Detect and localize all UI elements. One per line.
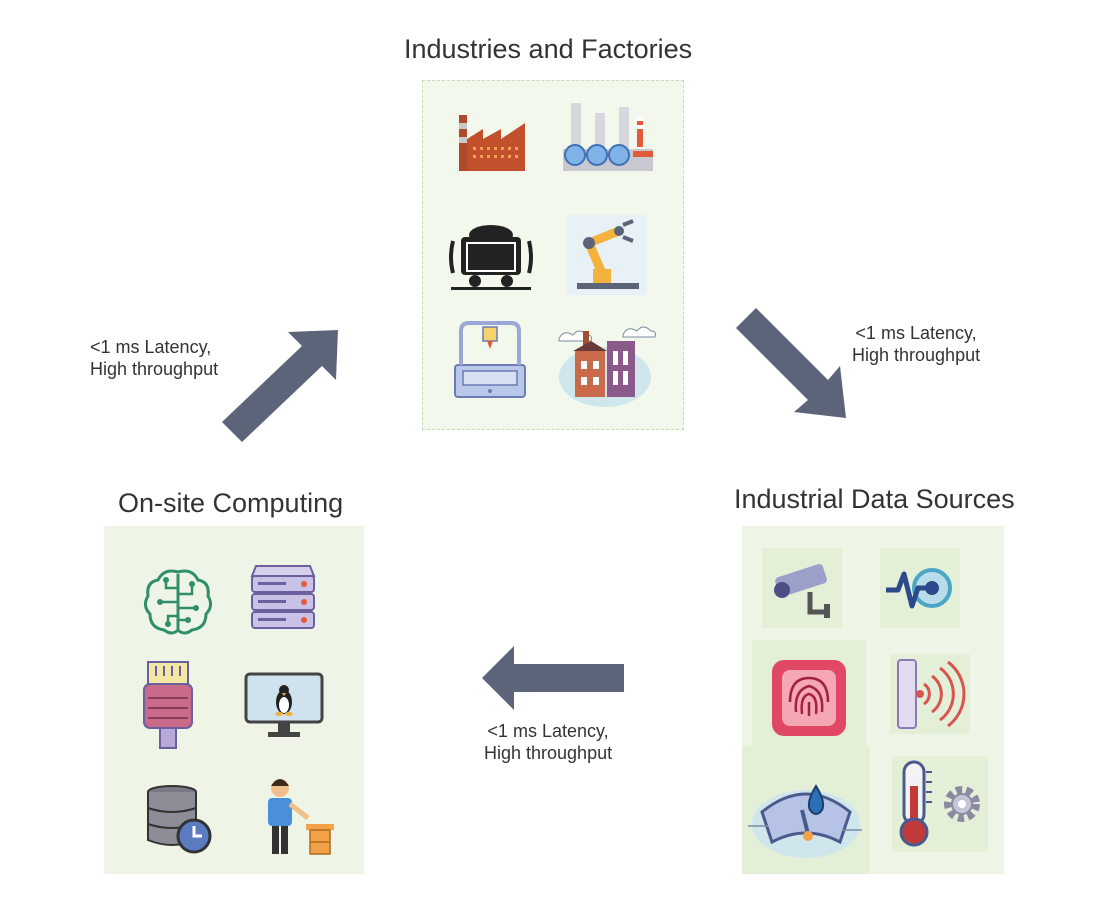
town-buildings-icon — [558, 326, 656, 407]
security-camera-icon — [774, 564, 830, 618]
edge-label-line1: <1 ms Latency, — [487, 721, 609, 741]
rain-tile — [742, 746, 870, 874]
database-clock-icon — [147, 785, 212, 854]
factory-icon — [459, 115, 525, 171]
industries-panel — [422, 80, 684, 430]
refinery-icon — [563, 103, 653, 171]
rain-gauge-icon — [748, 784, 862, 858]
ai-brain-icon — [143, 569, 213, 635]
edge-label-line2: High throughput — [484, 743, 613, 763]
industries-title: Industries and Factories — [404, 34, 693, 64]
edge-label-sources-computing: <1 ms Latency, High throughput — [484, 720, 612, 764]
data-sources-panel — [742, 526, 1004, 874]
ethernet-cable-icon — [143, 661, 193, 749]
computing-panel — [104, 526, 364, 874]
data-sources-title: Industrial Data Sources — [734, 484, 1015, 514]
arrow-sources-to-computing — [482, 646, 624, 710]
edge-label-line2: High throughput — [852, 345, 981, 365]
pulse-sensor-icon — [886, 568, 952, 609]
camera-tile — [762, 548, 842, 628]
edge-label-line1: <1 ms Latency, — [855, 323, 977, 343]
thermo-tile — [892, 756, 988, 852]
edge-label-line1: <1 ms Latency, — [90, 337, 212, 357]
robotic-arm-icon — [567, 215, 647, 295]
edge-label-computing-industries: <1 ms Latency, High throughput — [90, 336, 218, 380]
proximity-sensor-icon — [897, 659, 966, 729]
arrow-industries-to-sources — [736, 308, 846, 418]
fingerprint-tile — [752, 640, 866, 754]
pulse-tile — [880, 548, 960, 628]
linux-monitor-icon — [244, 672, 324, 737]
edge-label-industries-sources: <1 ms Latency, High throughput — [852, 322, 980, 366]
edge-label-line2: High throughput — [90, 359, 219, 379]
mine-cart-icon — [449, 225, 533, 290]
arrow-computing-to-industries — [222, 330, 338, 442]
proximity-tile — [890, 654, 970, 734]
3d-printer-icon — [454, 321, 526, 398]
server-rack-icon — [250, 565, 316, 629]
computing-title: On-site Computing — [118, 488, 344, 518]
fingerprint-scanner-icon — [772, 660, 846, 736]
worker-desk-icon — [268, 779, 334, 855]
thermometer-gear-icon — [899, 760, 980, 847]
